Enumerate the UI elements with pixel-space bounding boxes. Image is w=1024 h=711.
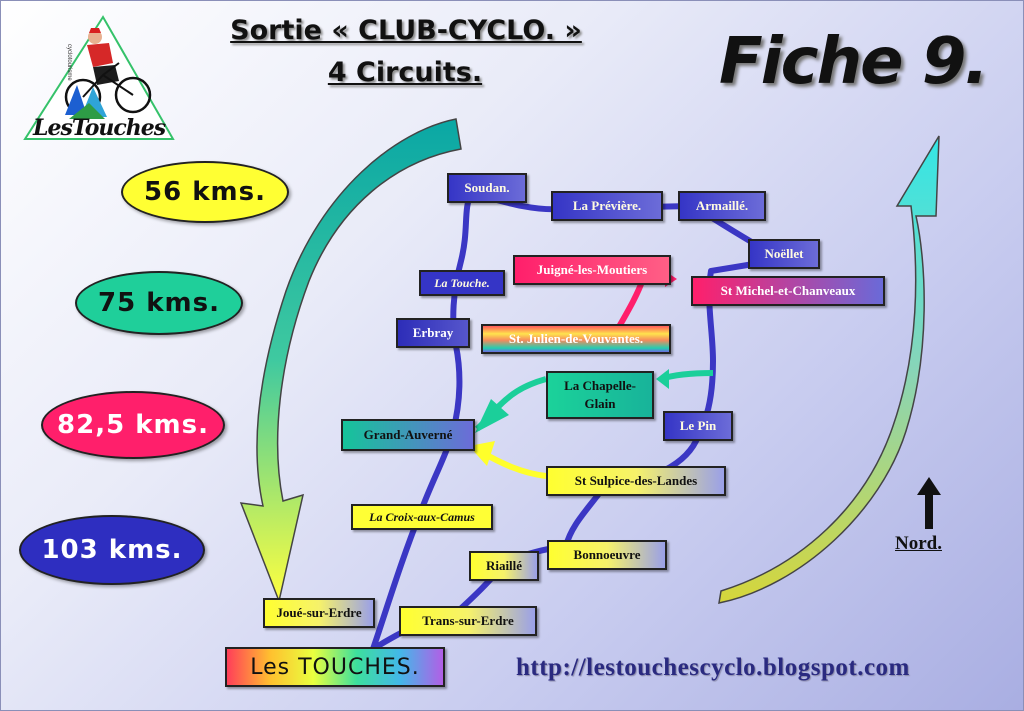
right-loop-arrow <box>718 135 940 604</box>
logo-text: LesTouches <box>33 115 166 141</box>
distance-103-label: 103 kms. <box>41 535 183 565</box>
distance-75-label: 75 kms. <box>98 288 220 318</box>
town-joue-sur-erdre: Joué-sur-Erdre <box>263 598 375 628</box>
town-la-chapelle-glain: La Chapelle-Glain <box>546 371 654 419</box>
blog-url[interactable]: http://lestouchescyclo.blogspot.com <box>516 654 910 681</box>
route-teal-arrowhead-2 <box>475 399 509 433</box>
page-title: Sortie « CLUB-CYCLO. » <box>230 15 582 46</box>
route-yellow-arrowhead <box>469 441 495 466</box>
town-st-sulpice-des-landes: St Sulpice-des-Landes <box>546 466 726 496</box>
town-le-pin: Le Pin <box>663 411 733 441</box>
logo-small-text: cyclotourisme <box>66 44 72 81</box>
route-yellow <box>481 450 547 479</box>
route-teal-arrowhead-1 <box>656 369 669 389</box>
town-erbray: Erbray <box>396 318 470 348</box>
north-arrow-icon <box>917 477 941 529</box>
town-soudan: Soudan. <box>447 173 527 203</box>
town-grand-auverne: Grand-Auverné <box>341 419 475 451</box>
page-subtitle: 4 Circuits. <box>327 57 483 88</box>
town-st-michel-et-chanveaux: St Michel-et-Chanveaux <box>691 276 885 306</box>
town-riaille: Riaillé <box>469 551 539 581</box>
town-la-croix-aux-camus: La Croix-aux-Camus <box>351 504 493 530</box>
town-trans-sur-erdre: Trans-sur-Erdre <box>399 606 537 636</box>
club-logo: cyclotourisme LesTouches <box>23 15 175 143</box>
distance-103: 103 kms. <box>19 515 205 585</box>
town-noellet: Noëllet <box>748 239 820 269</box>
distance-82-5: 82,5 kms. <box>41 391 225 459</box>
sheet-number: Fiche 9. <box>719 25 989 99</box>
town-juigne-les-moutiers: Juigné-les-Moutiers <box>513 255 671 285</box>
town-bonnoeuvre: Bonnoeuvre <box>547 540 667 570</box>
distance-56: 56 kms. <box>121 161 289 223</box>
distance-75: 75 kms. <box>75 271 243 335</box>
town-la-touche: La Touche. <box>419 270 505 296</box>
town-la-previere: La Prévière. <box>551 191 663 221</box>
town-st-julien-de-vouvantes: St. Julien-de-Vouvantes. <box>481 324 671 354</box>
distance-56-label: 56 kms. <box>144 177 266 207</box>
distance-82-5-label: 82,5 kms. <box>57 410 209 440</box>
north-label: Nord. <box>895 533 942 554</box>
town-la-chapelle-glain-label: La Chapelle-Glain <box>564 378 636 411</box>
town-les-touches-start: Les TOUCHES. <box>225 647 445 687</box>
town-armaille: Armaillé. <box>678 191 766 221</box>
